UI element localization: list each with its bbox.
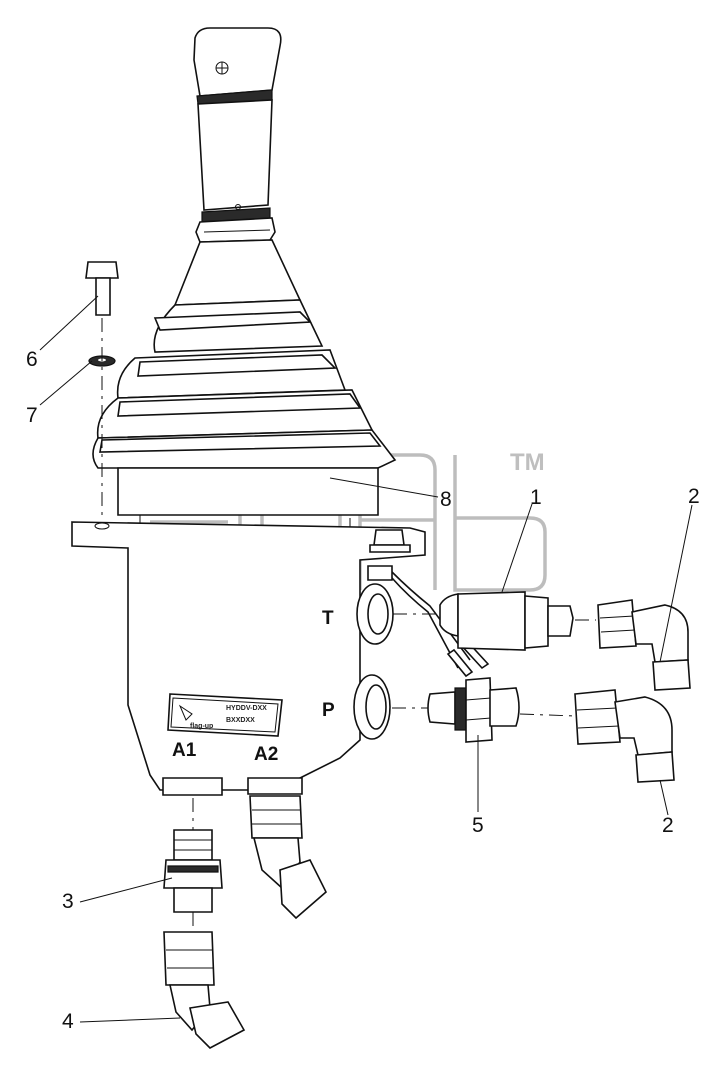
callout-5: 5	[472, 814, 484, 837]
port-t-boss	[356, 583, 394, 645]
a2-elbow-fitting	[249, 795, 327, 920]
part-5-adapter	[427, 677, 520, 743]
callout-8: 8	[440, 488, 452, 511]
part-3-fitting	[163, 829, 223, 913]
part-4-elbow	[163, 931, 246, 1049]
callout-7: 7	[26, 404, 38, 427]
valve-body: HYDDV-DXX BXXDXX flag-up	[71, 521, 426, 796]
nameplate: HYDDV-DXX BXXDXX flag-up	[167, 693, 283, 737]
nameplate-brand: flag-up	[190, 723, 213, 730]
part-1-pressure-switch	[439, 591, 574, 651]
leader-lines	[39, 295, 693, 1023]
joystick-handle	[193, 27, 282, 243]
port-label-t: T	[322, 608, 334, 629]
port-p-boss	[353, 674, 391, 740]
port-label-a1: A1	[172, 740, 197, 761]
nameplate-line2: BXXDXX	[226, 717, 255, 724]
callout-4: 4	[62, 1010, 74, 1033]
sensor-wires	[367, 565, 490, 678]
part-2-elbow-lower	[574, 689, 675, 783]
nameplate-line1: HYDDV-DXX	[226, 705, 267, 712]
port-label-a2: A2	[254, 744, 278, 765]
callout-3: 3	[62, 890, 74, 913]
watermark-tm: TM	[510, 449, 545, 476]
rubber-boot	[92, 239, 397, 533]
part-6-bolt	[85, 261, 119, 316]
callout-labels: 1 2 2 3 4 5 6 7 8	[26, 348, 700, 1033]
callout-6: 6	[26, 348, 38, 371]
part-2-elbow-upper	[597, 599, 691, 691]
callout-1: 1	[530, 486, 542, 509]
port-label-p: P	[322, 700, 335, 721]
callout-2-upper: 2	[688, 485, 700, 508]
assembly-centerlines	[101, 318, 596, 932]
callout-2-lower: 2	[662, 814, 674, 837]
